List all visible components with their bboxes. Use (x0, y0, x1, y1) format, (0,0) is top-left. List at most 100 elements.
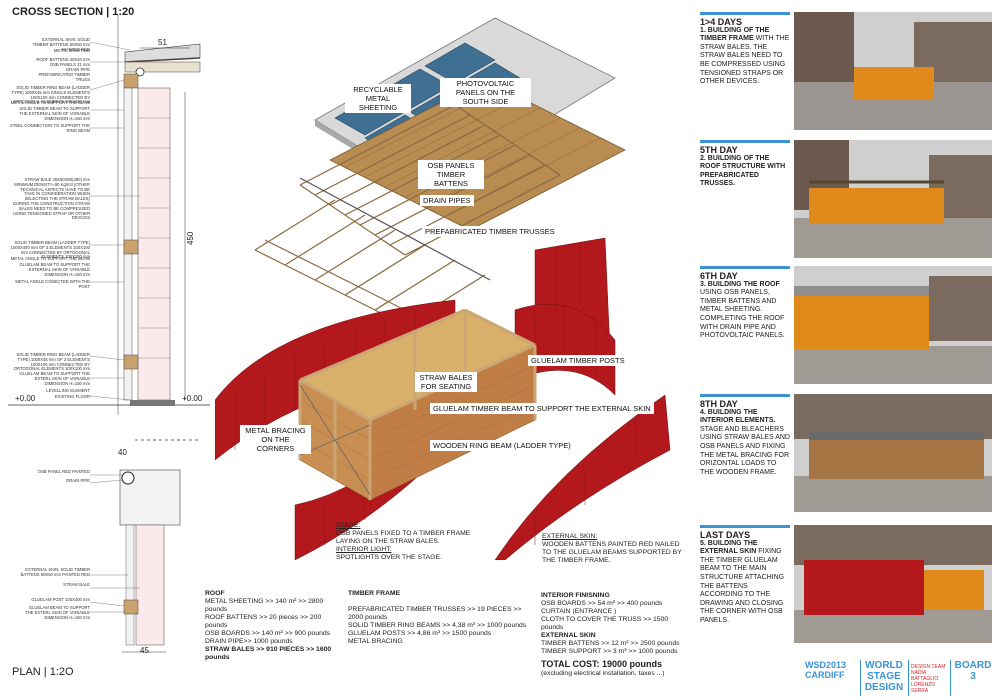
cost-line: METAL SHEETING >> 140 m² >> 2800 pounds (205, 598, 324, 613)
cs-note: SOLID TIMBER BEAM TO SUPPORT THE EXTERNA… (19, 106, 90, 121)
team-member: NADIA BATTAGLIO (911, 670, 939, 682)
step-number: 4. (700, 408, 706, 416)
cost-skin-heading: EXTERNAL SKIN (541, 632, 596, 639)
step-body: FIXING THE TIMBER GLUELAM BEAM TO THE MA… (700, 548, 785, 624)
label-drain-pipes: DRAIN PIPES (420, 195, 474, 206)
cs-note: GLUELAM BEAM TO SUPPORT THE EXTERL SKIN … (19, 371, 90, 386)
timeline-rule (700, 266, 790, 269)
construction-photo-3 (794, 266, 992, 384)
title-line2: STAGE (867, 671, 901, 682)
plan-note: EXTERNAL SKIN: SOLID TIMBER BATTENS 50X5… (20, 567, 90, 577)
timeline-step: LAST DAYS 5. BUILDING THE EXTERNAL SKIN … (700, 531, 790, 626)
step-title: 8TH DAY (700, 399, 738, 409)
timeline-rule (700, 394, 790, 397)
cs-note: OSB PANELS 21 mm (49, 62, 90, 67)
label-photovoltaic: PHOTOVOLTAIC PANELS ON THE SOUTH SIDE (440, 78, 531, 107)
step-heading: BUILDING OF THE TIMBER FRAME (700, 26, 770, 43)
timeline-step: 5TH DAY 2. BUILDING OF THE ROOF STRUCTUR… (700, 146, 790, 189)
team-member: LORENZO SERRA (911, 682, 936, 694)
plan-note: STRAW BALE (63, 582, 90, 587)
step-heading: BUILDING OF THE ROOF STRUCTURE WITH PREF… (700, 154, 786, 188)
timeline-rule (700, 140, 790, 143)
plan-drawing (89, 439, 200, 653)
footer-team: DESIGN TEAM NADIA BATTAGLIO LORENZO SERR… (908, 660, 949, 696)
step-body: STAGE AND BLEACHERS USING STRAW BALES AN… (700, 425, 790, 476)
external-skin-text: WOODEN BATTENS PAINTED RED NAILED TO THE… (542, 541, 682, 564)
label-metal-bracing: METAL BRACING ON THE CORNERS (240, 425, 311, 454)
interior-light-heading: INTERIOR LIGHT: (336, 546, 392, 553)
cost-line: PREFABRICATED TIMBER TRUSSES >> 19 PIECE… (348, 606, 522, 621)
title-line3: DESIGN (864, 682, 904, 693)
step-title: 1>4 DAYS (700, 17, 742, 27)
title-line1: WORLD (865, 660, 903, 671)
label-gluelam-posts: GLUELAM TIMBER POSTS (528, 355, 628, 366)
cross-section-dim-height: 450 (186, 231, 195, 245)
cs-note: LEVELLING ELEMENT (46, 388, 90, 393)
plan-note: OSB PANEL RED PAINTED (37, 469, 90, 474)
level-right: +0.00 (182, 394, 203, 403)
cost-roof: ROOF METAL SHEETING >> 140 m² >> 2800 po… (205, 590, 345, 662)
timeline-step: 8TH DAY 4. BUILDING THE INTERIOR ELEMENT… (700, 400, 790, 477)
step-title: 5TH DAY (700, 145, 738, 155)
construction-photo-5 (794, 525, 992, 643)
cost-line: STRAW BALES >> 910 PIECES >> 1600 pounds (205, 646, 332, 661)
cs-note: EXTERNAL SKIN: SOLID TIMBER BATTENS 50X5… (32, 37, 90, 52)
cost-line: OSB BOARDS >> 140 m² >> 900 pounds (205, 630, 331, 637)
cost-timber-frame: TIMBER FRAME PREFABRICATED TIMBER TRUSSE… (348, 590, 538, 646)
label-straw-seating: STRAW BALES FOR SEATING (415, 372, 477, 392)
plan-note: DRAIN PIPE (66, 478, 90, 483)
plan-title: PLAN | 1:2O (12, 666, 74, 678)
external-skin-heading: EXTERNAL SKIN: (542, 533, 598, 540)
cs-note: SOLID TIMBER BEAM (LADDER TYPE) 1000X400… (10, 240, 90, 260)
cs-note: STEEL CONNECTION TO SUPPORT THE RING BEA… (10, 123, 90, 133)
timeline-step: 6TH DAY 3. BUILDING THE ROOF USING OSB P… (700, 272, 790, 341)
step-heading: BUILDING THE EXTERNAL SKIN (700, 539, 758, 556)
cs-note: METAL ANGLE TO SUPPORT THE BEAM (10, 256, 90, 261)
construction-photo-2 (794, 140, 992, 258)
plan-dim-bottom: 45 (140, 646, 149, 655)
board-label: BOARD (954, 660, 992, 671)
cs-note: METAL ANGLE CONECTED WITH THE POST (15, 279, 90, 289)
osb-deck (329, 79, 626, 231)
total-cost: TOTAL COST: 19000 pounds (541, 659, 663, 669)
label-osb-battens: OSB PANELS TIMBER BATTENS (418, 160, 484, 189)
construction-photo-4 (794, 394, 992, 512)
timeline-rule (700, 12, 790, 15)
cost-line: OSB BOARDS >> 54 m² >> 400 pounds (541, 600, 663, 607)
cost-line: TIMBER SUPPORT >> 3 m³ >> 1000 pounds (541, 648, 678, 655)
plan-dim-top: 40 (118, 448, 127, 457)
plan-note: GLUELAM POST 100X400 mm (31, 597, 90, 602)
footer-title: WORLD STAGE DESIGN (860, 660, 907, 696)
cs-note: SOLID TIMBER RING BEAM (LADDER TYPE) 100… (11, 85, 90, 105)
label-gluelam-beam: GLUELAM TIMBER BEAM TO SUPPORT THE EXTER… (430, 403, 654, 414)
event-line1: WSD2013 (805, 660, 847, 670)
step-body: USING OSB PANELS, TIMBER BATTENS AND MET… (700, 289, 785, 340)
timeline-step: 1>4 DAYS 1. BUILDING OF THE TIMBER FRAME… (700, 18, 790, 87)
cs-note: DRAIN PIPE (66, 67, 90, 72)
cost-line: GLUELAM POSTS >> 4,86 m³ >> 1500 pounds (348, 630, 492, 637)
stage-text: OSB PANELS FIXED TO A TIMBER FRAME LAYIN… (336, 530, 471, 545)
timber-frame (298, 308, 537, 501)
level-left: +0.00 (15, 394, 36, 403)
total-cost-note: (excluding electrical installation, taxe… (541, 670, 665, 677)
cost-line: SOLID TIMBER RING BEAMS >> 4,38 m³ >> 10… (348, 622, 527, 629)
cs-note: METAL SHEETING (53, 48, 90, 53)
stage-heading: STAGE: (336, 522, 361, 529)
cost-line: CLOTH TO COVER THE TRUSS >> 1500 pounds (541, 616, 669, 631)
footer-event: WSD2013 CARDIFF (805, 660, 857, 696)
step-heading: BUILDING THE INTERIOR ELEMENTS. (700, 408, 776, 425)
external-skin-note: EXTERNAL SKIN: WOODEN BATTENS PAINTED RE… (542, 533, 687, 565)
cost-roof-heading: ROOF (205, 590, 225, 597)
cs-note: SOLID TIMBER RING BEAM (LADDER TYPE) 100… (13, 352, 90, 372)
exploded-axonometric (215, 17, 671, 560)
event-line2: CARDIFF (805, 670, 845, 680)
cs-note: METAL ANGLE TO SUPPORT THE BEAM (10, 100, 90, 105)
cross-section-dim-top: 51 (158, 38, 167, 47)
cost-timber-heading: TIMBER FRAME (348, 590, 401, 597)
board-number: 3 (970, 671, 976, 682)
team-label: DESIGN TEAM (911, 664, 946, 670)
cross-section-drawing (8, 15, 210, 415)
step-title: LAST DAYS (700, 530, 751, 540)
step-body: WITH THE STRAW BALES. THE STRAW BALES NE… (700, 35, 790, 86)
step-number: 5. (700, 539, 706, 547)
